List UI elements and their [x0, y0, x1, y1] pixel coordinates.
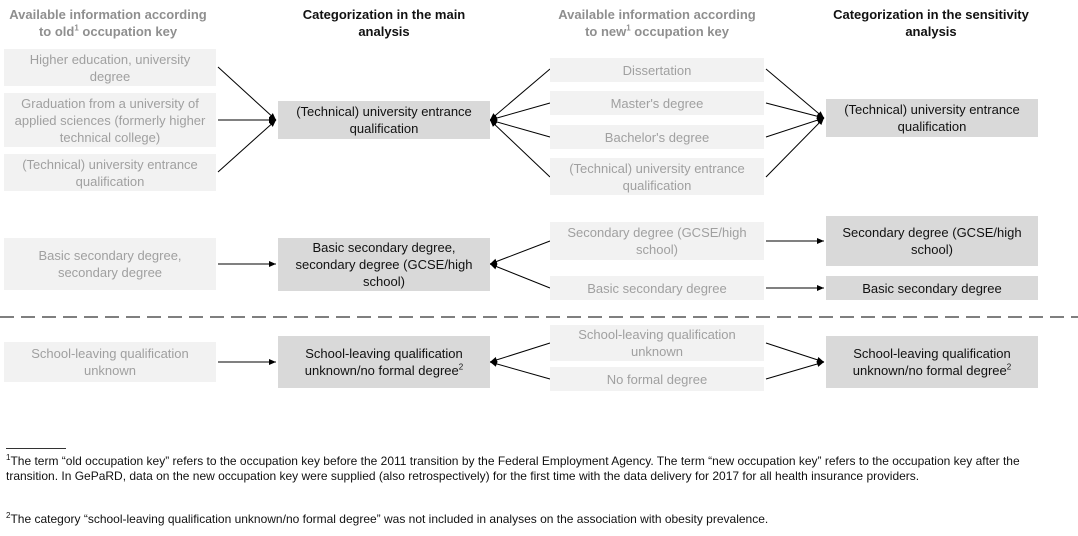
- new-key-box-dissertation: Dissertation: [550, 58, 764, 82]
- connector-line: [489, 342, 551, 363]
- footnote-2-text: The category “school-leaving qualificati…: [10, 512, 769, 526]
- sensitivity-box-secondary-label: Secondary degree (GCSE/high school): [842, 225, 1022, 257]
- header-new-occupation-key: Available information according to new1 …: [548, 6, 766, 40]
- old-key-box-applied-sciences: Graduation from a university of applied …: [4, 93, 216, 147]
- header-old-occupation-key: Available information according to old1 …: [2, 6, 214, 40]
- connector-line: [765, 361, 825, 380]
- connector-line: [489, 102, 551, 121]
- connector-line: [489, 240, 551, 265]
- connector-line: [489, 361, 551, 380]
- header-old-line1: Available information according: [9, 7, 207, 22]
- old-key-box-basic-secondary: Basic secondary degree, secondary degree: [4, 238, 216, 290]
- new-key-box-secondary: Secondary degree (GCSE/high school): [550, 222, 764, 260]
- new-key-box-university-entrance: (Technical) university entrance qualific…: [550, 158, 764, 195]
- footnote-1-text: The term “old occupation key” refers to …: [6, 454, 1020, 483]
- sensitivity-box-secondary: Secondary degree (GCSE/high school): [826, 216, 1038, 266]
- connector-line: [489, 119, 551, 178]
- header-main-analysis: Categorization in the main analysis: [302, 7, 466, 39]
- header-old-sup: 1: [74, 23, 79, 33]
- new-key-box-bachelors: Bachelor's degree: [550, 125, 764, 149]
- new-key-box-basic-secondary: Basic secondary degree: [550, 276, 764, 300]
- connector-line: [489, 263, 551, 289]
- header-old-line2-post: occupation key: [78, 24, 178, 39]
- connector-line: [765, 68, 825, 119]
- header-new-line2-post: occupation key: [630, 24, 729, 39]
- connector-line: [489, 119, 551, 138]
- header-new-line2: to new: [585, 24, 627, 39]
- connector-line: [765, 117, 825, 138]
- footnote-1: 1The term “old occupation key” refers to…: [6, 454, 1046, 484]
- sensitivity-box-university-entrance-label: (Technical) university entrance qualific…: [844, 102, 1020, 134]
- footnote-2: 2The category “school-leaving qualificat…: [6, 512, 1046, 527]
- main-box-unknown-label: School-leaving qualification unknown/no …: [284, 345, 484, 379]
- old-key-box-unknown: School-leaving qualification unknown: [4, 342, 216, 382]
- connector-line: [217, 66, 277, 121]
- connector-line: [217, 119, 277, 173]
- footnote-2-marker: 2: [6, 511, 11, 520]
- old-key-box-higher-education: Higher education, university degree: [4, 49, 216, 86]
- sensitivity-box-basic-secondary: Basic secondary degree: [826, 276, 1038, 300]
- new-key-box-unknown: School-leaving qualification unknown: [550, 325, 764, 361]
- old-key-box-university-entrance: (Technical) university entrance qualific…: [4, 154, 216, 191]
- main-box-university-entrance-label: (Technical) university entrance qualific…: [296, 104, 472, 136]
- main-box-university-entrance: (Technical) university entrance qualific…: [278, 101, 490, 139]
- sensitivity-box-unknown-label: School-leaving qualification unknown/no …: [832, 345, 1032, 379]
- main-box-secondary: Basic secondary degree, secondary degree…: [278, 238, 490, 291]
- new-key-box-masters: Master's degree: [550, 91, 764, 115]
- connector-line: [765, 342, 825, 363]
- sensitivity-box-basic-secondary-label: Basic secondary degree: [862, 280, 1002, 296]
- sensitivity-box-unknown-sup: 2: [1006, 362, 1012, 372]
- connector-line: [765, 102, 825, 120]
- sensitivity-box-university-entrance: (Technical) university entrance qualific…: [826, 99, 1038, 137]
- header-old-line2: to old: [38, 24, 75, 39]
- footnote-rule: [6, 448, 66, 449]
- new-key-box-no-formal-degree: No formal degree: [550, 367, 764, 391]
- main-box-unknown-sup: 2: [458, 362, 464, 372]
- main-box-unknown: School-leaving qualification unknown/no …: [278, 336, 490, 388]
- header-new-sup: 1: [626, 23, 631, 33]
- connector-line: [765, 117, 825, 178]
- footnote-1-marker: 1: [6, 453, 11, 462]
- main-box-unknown-text: School-leaving qualification unknown/no …: [304, 346, 463, 378]
- header-new-line1: Available information according: [558, 7, 756, 22]
- sensitivity-box-unknown: School-leaving qualification unknown/no …: [826, 336, 1038, 388]
- header-sensitivity-analysis: Categorization in the sensitivity analys…: [833, 7, 1029, 39]
- connector-line: [489, 68, 551, 121]
- sensitivity-box-unknown-text: School-leaving qualification unknown/no …: [852, 346, 1011, 378]
- main-box-secondary-label: Basic secondary degree, secondary degree…: [295, 240, 473, 289]
